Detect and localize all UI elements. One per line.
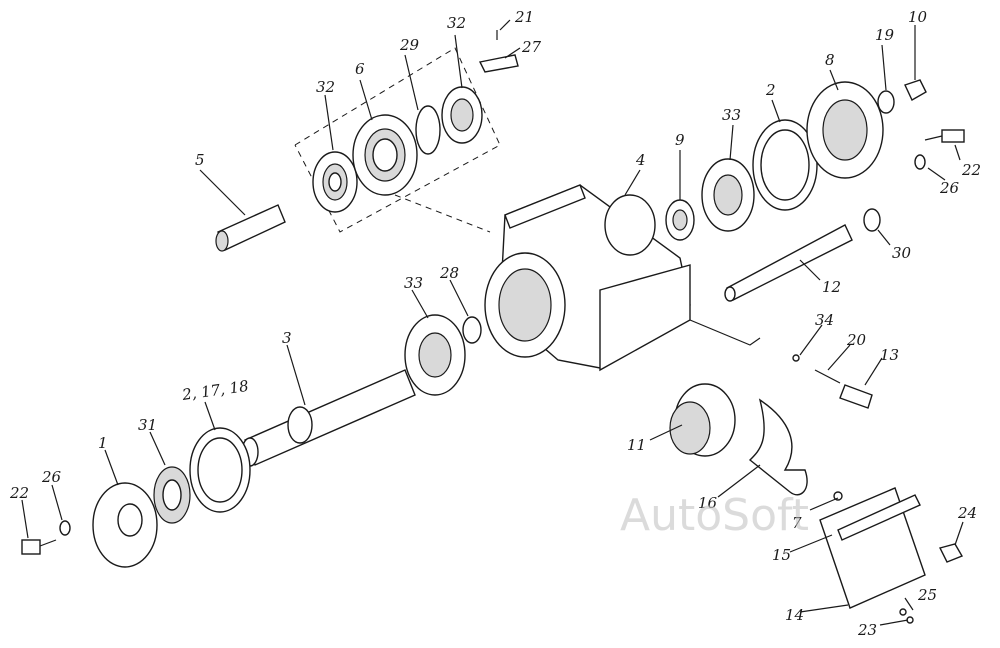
shaft-part	[724, 224, 853, 302]
lock-plate-part	[478, 54, 519, 73]
bearing-part	[404, 314, 466, 396]
label-15: 15	[772, 546, 791, 564]
bushing-part	[665, 199, 695, 241]
ball-part	[792, 354, 800, 362]
label-25: 25	[917, 586, 937, 604]
washer-part	[899, 608, 907, 616]
label-26b: 26	[41, 468, 62, 486]
watermark: AutoSoft	[620, 490, 809, 541]
bolt-part	[924, 129, 965, 143]
label-30: 30	[892, 244, 912, 262]
label-21: 21	[514, 8, 534, 26]
label-22b: 22	[9, 484, 29, 502]
gear-part	[352, 114, 418, 196]
flange-part	[92, 482, 158, 568]
screw-part	[833, 491, 843, 501]
nut-part	[904, 79, 927, 101]
label-14: 14	[785, 606, 804, 624]
label-13: 13	[880, 346, 899, 364]
label-20: 20	[846, 331, 867, 349]
pin-part	[215, 204, 286, 252]
label-12: 12	[822, 278, 841, 296]
washer-part	[59, 520, 71, 536]
housing-part	[484, 184, 691, 372]
label-1: 1	[98, 434, 108, 452]
spring-part	[814, 369, 841, 384]
label-33a: 33	[722, 106, 741, 124]
label-10: 10	[908, 8, 928, 26]
label-2-17-18: 2, 17, 18	[180, 377, 250, 404]
label-2: 2	[765, 81, 776, 99]
label-4: 4	[635, 151, 646, 169]
label-11: 11	[627, 436, 646, 454]
label-22a: 22	[961, 161, 981, 179]
snap-ring-part	[863, 208, 881, 232]
label-32b: 32	[447, 14, 466, 32]
guide-line	[689, 319, 761, 346]
label-33b: 33	[404, 274, 423, 292]
label-6: 6	[355, 60, 365, 78]
label-29: 29	[399, 36, 420, 54]
label-3: 3	[282, 329, 292, 347]
label-5: 5	[195, 151, 205, 169]
bearing-part	[441, 86, 483, 144]
washer-part	[877, 90, 895, 114]
fork-part	[748, 398, 808, 496]
label-23: 23	[857, 621, 877, 639]
nut-part	[938, 543, 964, 563]
bolt-part	[21, 539, 57, 555]
cover-part	[806, 81, 884, 179]
bearing-part	[312, 151, 358, 213]
label-24: 24	[957, 504, 977, 522]
label-9: 9	[675, 131, 685, 149]
main-shaft-part	[241, 369, 416, 467]
cover-plate-part	[819, 487, 926, 609]
bearing-part	[701, 158, 755, 232]
snap-ring-part	[462, 316, 482, 344]
label-8: 8	[825, 51, 835, 69]
ring-part	[415, 105, 441, 155]
label-26a: 26	[939, 179, 960, 197]
label-28: 28	[439, 264, 459, 282]
label-7: 7	[792, 514, 802, 532]
leader-lines	[21, 19, 964, 626]
label-32a: 32	[316, 78, 335, 96]
label-34: 34	[815, 311, 834, 329]
pin-part	[839, 384, 873, 409]
label-31: 31	[138, 416, 157, 434]
gear-part	[669, 383, 736, 457]
washer-part	[914, 154, 926, 170]
label-16: 16	[698, 494, 718, 512]
label-19: 19	[875, 26, 895, 44]
label-27: 27	[521, 38, 542, 56]
